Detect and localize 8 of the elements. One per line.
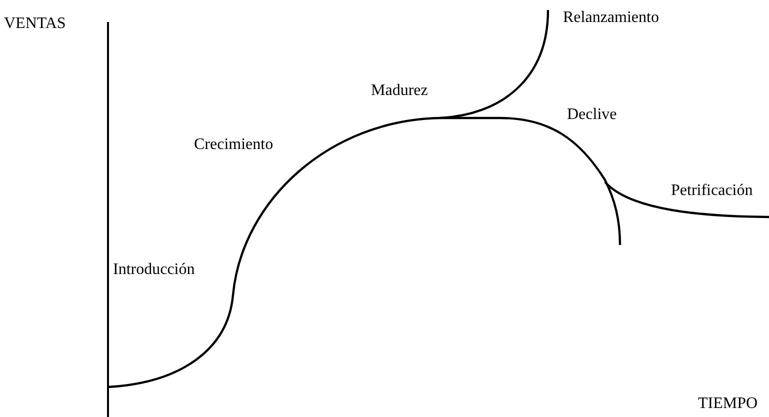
- stage-label: Introducción: [113, 260, 195, 280]
- stage-label: Declive: [567, 105, 617, 125]
- stage-label: TIEMPO: [698, 394, 758, 414]
- stage-label: Crecimiento: [194, 135, 274, 155]
- stage-label: VENTAS: [4, 14, 66, 34]
- stage-label: Petrificación: [671, 181, 753, 201]
- stage-label: Madurez: [371, 81, 428, 101]
- stage-label: Relanzamiento: [563, 8, 659, 28]
